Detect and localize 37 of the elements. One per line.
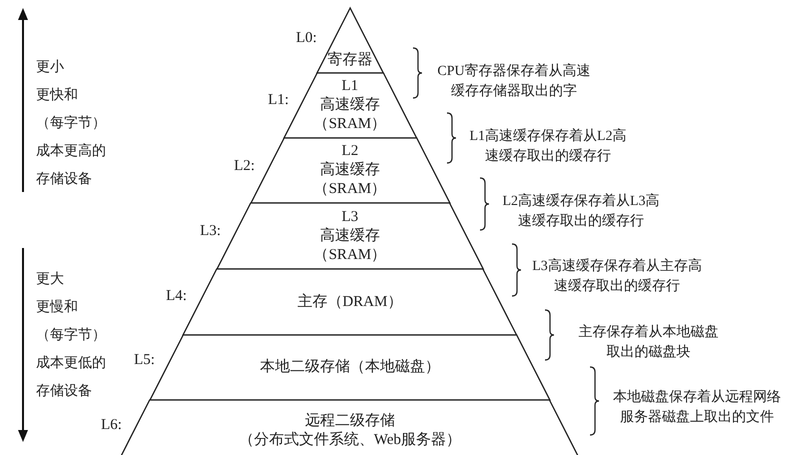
level-label: L1:	[268, 92, 289, 109]
level-description: 本地磁盘保存着从远程网络服务器磁盘上取出的文件	[612, 388, 782, 427]
level-name: （SRAM）	[312, 180, 388, 199]
level-name: L1	[340, 77, 360, 96]
level-name: （SRAM）	[312, 246, 388, 264]
level-name: L2	[340, 142, 360, 161]
level-name: 高速缓存	[318, 161, 381, 180]
level-label: L0:	[296, 30, 317, 47]
side-note: 更小	[36, 58, 64, 76]
level-label: L5:	[134, 352, 155, 369]
level-name: 高速缓存	[318, 226, 381, 246]
level-label: L3:	[200, 223, 221, 240]
level-name: （SRAM）	[312, 115, 388, 134]
side-note: 更慢和	[36, 298, 78, 316]
level-name: 本地二级存储（本地磁盘）	[258, 358, 441, 377]
side-note: 更快和	[36, 86, 78, 104]
level-name: （分布式文件系统、Web服务器）	[238, 431, 462, 450]
level-name: L3	[340, 208, 360, 226]
side-note: 更大	[36, 270, 64, 288]
side-note: 成本更高的	[36, 142, 106, 160]
level-label: L2:	[234, 158, 255, 175]
level-name: 远程二级存储	[304, 412, 396, 431]
pyramid-top-level	[316, 8, 384, 73]
level-label: L6:	[101, 417, 122, 434]
side-note: （每字节）	[36, 326, 106, 344]
level-name: 寄存器	[326, 51, 374, 70]
side-note: （每字节）	[36, 114, 106, 132]
side-note: 存储设备	[36, 382, 92, 400]
level-description: L1高速缓存保存着从L2高速缓存取出的缓存行	[468, 127, 628, 166]
level-label: L4:	[166, 288, 187, 305]
level-description: 主存保存着从本地磁盘取出的磁盘块	[578, 323, 720, 362]
side-note: 存储设备	[36, 170, 92, 188]
level-description: L3高速缓存保存着从主存高速缓存取出的缓存行	[531, 257, 703, 296]
level-description: CPU寄存器保存着从高速缓存存储器取出的字	[436, 62, 592, 101]
level-name: 主存（DRAM）	[296, 292, 404, 312]
side-note: 成本更低的	[36, 354, 106, 372]
level-description: L2高速缓存保存着从L3高速缓存取出的缓存行	[501, 192, 661, 231]
